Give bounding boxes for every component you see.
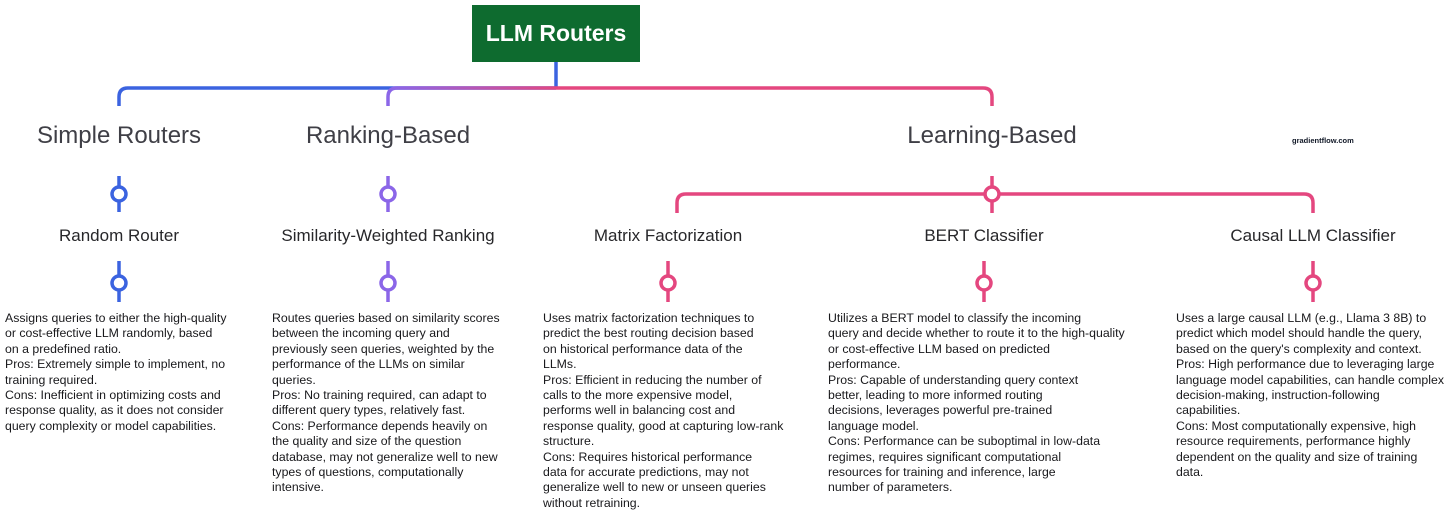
method-similarity-weighted-ranking: Similarity-Weighted Ranking <box>281 226 495 245</box>
method-bert-classifier: BERT Classifier <box>924 226 1044 245</box>
bert-node-bottom <box>975 274 993 292</box>
ranking-node-bottom <box>379 274 397 292</box>
method-causal-llm-classifier: Causal LLM Classifier <box>1230 226 1396 245</box>
category-simple-routers: Simple Routers <box>36 122 202 149</box>
description-bert-classifier: Utilizes a BERT model to classify the in… <box>828 311 1125 495</box>
branch-learning <box>556 86 994 106</box>
description-matrix-factorization: Uses matrix factorization techniques to … <box>543 311 784 510</box>
causal-node-bottom <box>1304 274 1322 292</box>
category-ranking-based: Ranking-Based <box>305 122 471 149</box>
category-learning-based: Learning-Based <box>907 122 1077 149</box>
matrix-node-bottom <box>659 274 677 292</box>
description-similarity-weighted-ranking: Routes queries based on similarity score… <box>272 311 500 495</box>
learning-node-top <box>983 185 1001 203</box>
branch-simple <box>117 86 556 106</box>
simple-node-bottom <box>110 274 128 292</box>
description-random-router: Assigns queries to either the high-quali… <box>5 311 227 433</box>
branch-ranking <box>386 86 556 106</box>
diagram-title: LLM Routers <box>472 5 640 62</box>
simple-node-top <box>110 185 128 203</box>
method-matrix-factorization: Matrix Factorization <box>593 226 743 245</box>
ranking-node-top <box>379 185 397 203</box>
method-random-router: Random Router <box>58 226 180 245</box>
description-causal-llm-classifier: Uses a large causal LLM (e.g., Llama 3 8… <box>1176 311 1444 480</box>
watermark-text: gradientflow.com <box>1292 136 1354 145</box>
